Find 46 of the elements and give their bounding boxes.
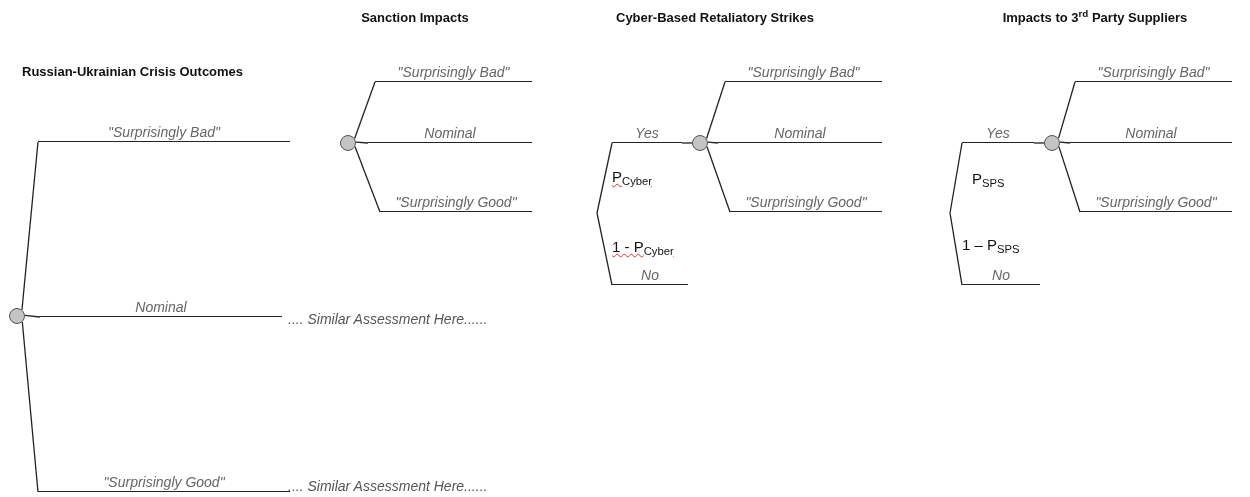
outcome-branch: Nominal xyxy=(40,295,282,317)
column-heading: Sanction Impacts xyxy=(361,10,469,25)
probability-label: 1 - P$_{Cyber}$ xyxy=(612,238,674,255)
outcome-branch: "Surprisingly Good" xyxy=(730,190,882,212)
branch-line xyxy=(1058,146,1081,213)
branch-line xyxy=(354,146,381,213)
outcome-branch: "Surprisingly Bad" xyxy=(1075,60,1232,82)
branch-line xyxy=(1059,141,1071,144)
branch-line xyxy=(21,321,39,493)
outcome-branch: "Surprisingly Bad" xyxy=(38,120,290,142)
branch-line xyxy=(1033,142,1045,144)
chance-node xyxy=(692,135,708,151)
outcome-branch: "Surprisingly Good" xyxy=(380,190,532,212)
column-heading: Impacts to 3$^{rd}$ Party Suppliers xyxy=(1002,10,1188,25)
outcome-branch: Yes xyxy=(612,121,682,143)
outcome-branch: Yes xyxy=(962,121,1034,143)
note-text: .... Similar Assessment Here...... xyxy=(288,478,488,494)
chance-node xyxy=(340,135,356,151)
branch-line xyxy=(21,141,39,311)
branch-line xyxy=(949,142,963,214)
branch-line xyxy=(353,81,376,140)
branch-line xyxy=(681,142,693,144)
branch-line xyxy=(707,141,719,144)
outcome-branch: Nominal xyxy=(368,121,532,143)
outcome-branch: No xyxy=(962,263,1040,285)
branch-line xyxy=(705,81,726,140)
branch-line xyxy=(949,212,963,286)
probability-label: P$_{SPS}$ xyxy=(972,170,1005,187)
outcome-branch: Nominal xyxy=(1070,121,1232,143)
column-heading: Cyber-Based Retaliatory Strikes xyxy=(616,10,814,25)
probability-label: 1 – P$_{SPS}$ xyxy=(962,236,1020,253)
chance-node xyxy=(1044,135,1060,151)
outcome-branch: "Surprisingly Bad" xyxy=(375,60,532,82)
branch-line xyxy=(1057,81,1076,139)
outcome-branch: "Surprisingly Good" xyxy=(1080,190,1232,212)
note-text: .... Similar Assessment Here...... xyxy=(288,311,488,327)
outcome-branch: "Surprisingly Bad" xyxy=(725,60,882,82)
probability-label: P$_{Cyber}$ xyxy=(612,168,653,185)
branch-line xyxy=(706,146,731,213)
branch-line xyxy=(24,314,41,318)
outcome-branch: No xyxy=(612,263,688,285)
branch-line xyxy=(596,212,613,286)
chance-node xyxy=(9,308,25,324)
outcome-branch: Nominal xyxy=(718,121,882,143)
branch-line xyxy=(596,142,613,214)
column-heading: Russian-Ukrainian Crisis Outcomes xyxy=(22,64,244,79)
